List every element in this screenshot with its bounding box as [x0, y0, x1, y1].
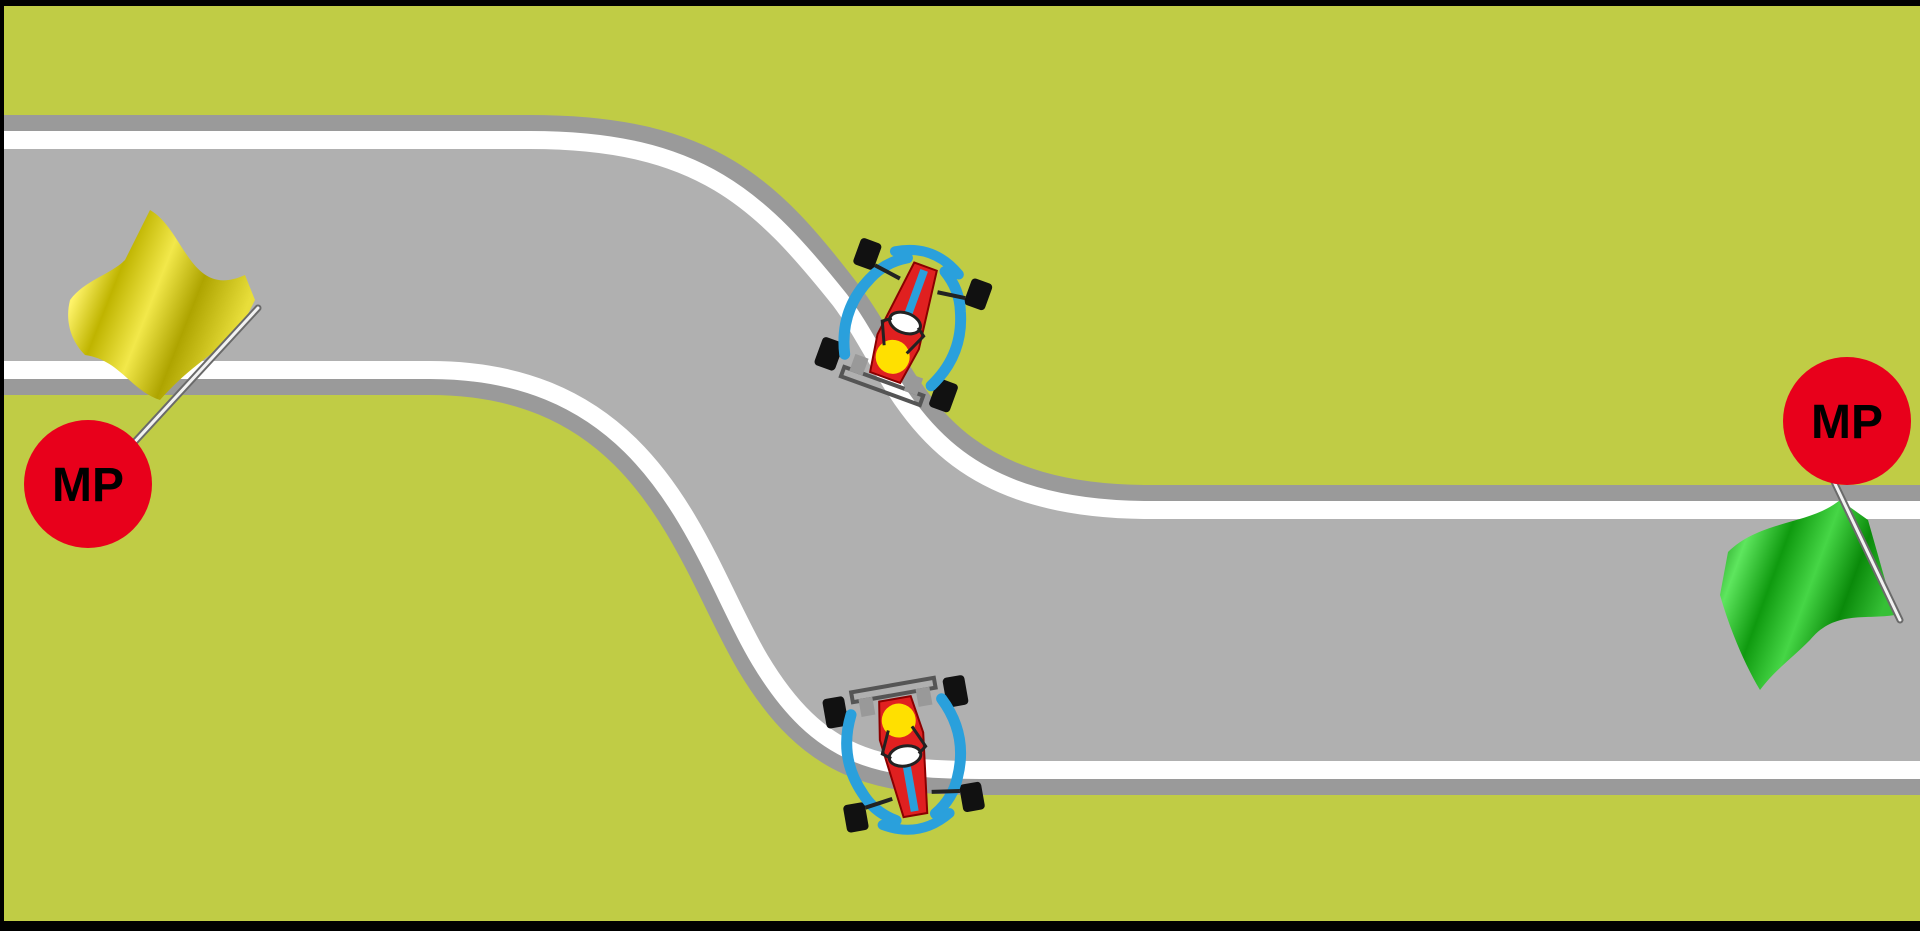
marshal-post-label-left: MP — [52, 459, 124, 512]
marshal-post-label-right: MP — [1811, 396, 1883, 449]
